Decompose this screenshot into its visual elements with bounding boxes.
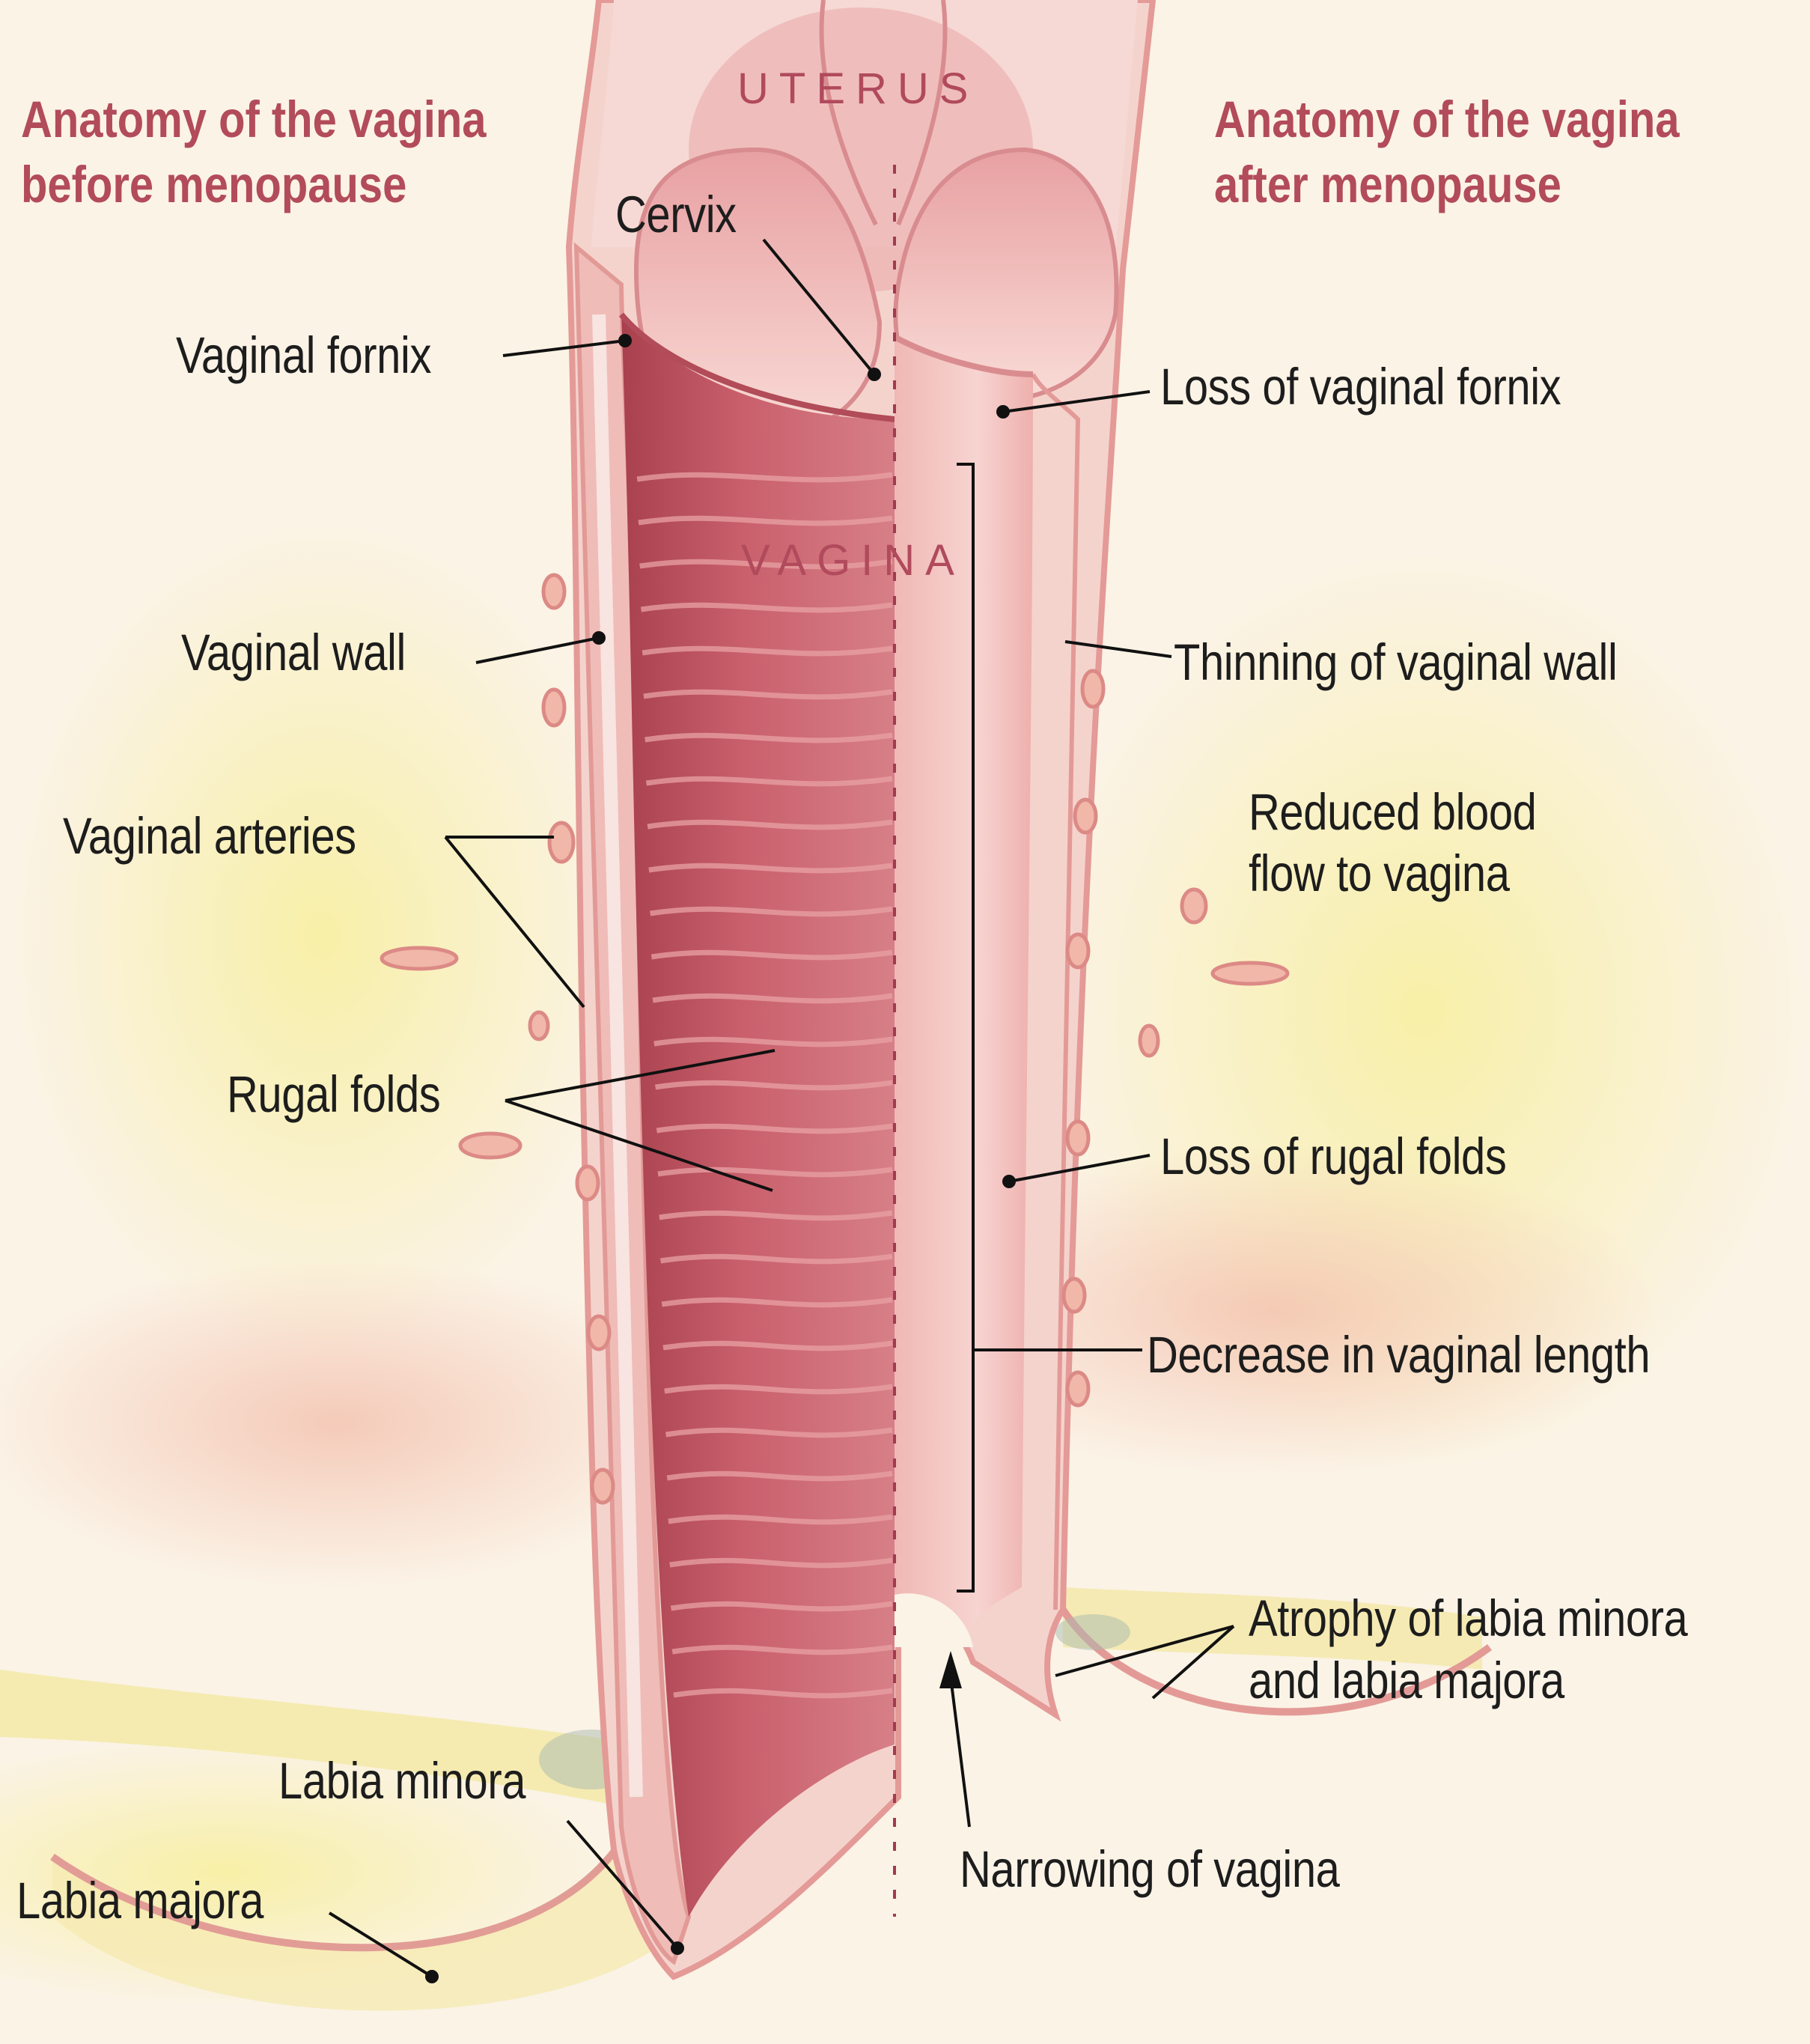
- artery-cross-section: [592, 1470, 613, 1503]
- vagina-caption: VAGINA: [741, 535, 965, 585]
- artery-cross-section: [460, 1134, 520, 1158]
- heading-after-line1: Anatomy of the vagina: [1214, 88, 1680, 151]
- label-labia-minora: Labia minora: [278, 1750, 525, 1813]
- heading-before-line1: Anatomy of the vagina: [21, 88, 487, 151]
- label-reduced-blood-line2: flow to vagina: [1249, 842, 1510, 905]
- artery-cross-section: [1075, 800, 1096, 833]
- label-vaginal-arteries: Vaginal arteries: [63, 805, 356, 868]
- artery-cross-section: [1082, 671, 1103, 707]
- artery-cross-section: [1064, 1279, 1085, 1312]
- narrowing-arrow-head: [939, 1651, 962, 1688]
- uterus-caption: UTERUS: [737, 64, 978, 114]
- artery-cross-section: [1182, 889, 1206, 922]
- label-vaginal-fornix: Vaginal fornix: [176, 324, 431, 387]
- heading-after-line2: after menopause: [1214, 153, 1561, 216]
- label-loss-of-rugal-folds: Loss of rugal folds: [1160, 1125, 1506, 1188]
- artery-cross-section: [588, 1316, 609, 1349]
- artery-cross-section: [1067, 1122, 1088, 1155]
- artery-cross-section: [577, 1167, 598, 1199]
- label-thinning-of-vaginal-wall: Thinning of vaginal wall: [1174, 631, 1617, 694]
- artery-cross-section: [530, 1012, 548, 1039]
- artery-cross-section: [1067, 1372, 1088, 1405]
- label-decrease-in-vaginal-length: Decrease in vaginal length: [1147, 1324, 1650, 1387]
- artery-cross-section: [1213, 963, 1288, 984]
- label-labia-majora: Labia majora: [16, 1870, 263, 1932]
- label-cervix: Cervix: [615, 183, 737, 246]
- artery-cross-section: [549, 823, 573, 862]
- label-vaginal-wall: Vaginal wall: [181, 621, 406, 684]
- artery-cross-section: [382, 948, 457, 969]
- label-loss-of-vaginal-fornix: Loss of vaginal fornix: [1160, 356, 1561, 419]
- label-atrophy-line1: Atrophy of labia minora: [1249, 1587, 1687, 1650]
- label-narrowing-of-vagina: Narrowing of vagina: [960, 1838, 1339, 1901]
- label-rugal-folds: Rugal folds: [227, 1063, 440, 1126]
- label-reduced-blood-line1: Reduced blood: [1249, 781, 1536, 844]
- heading-before-line2: before menopause: [21, 153, 406, 216]
- artery-cross-section: [1140, 1026, 1158, 1056]
- artery-cross-section: [543, 690, 564, 726]
- artery-cross-section: [1067, 934, 1088, 967]
- label-atrophy-line2: and labia majora: [1249, 1649, 1564, 1712]
- artery-cross-section: [543, 575, 564, 608]
